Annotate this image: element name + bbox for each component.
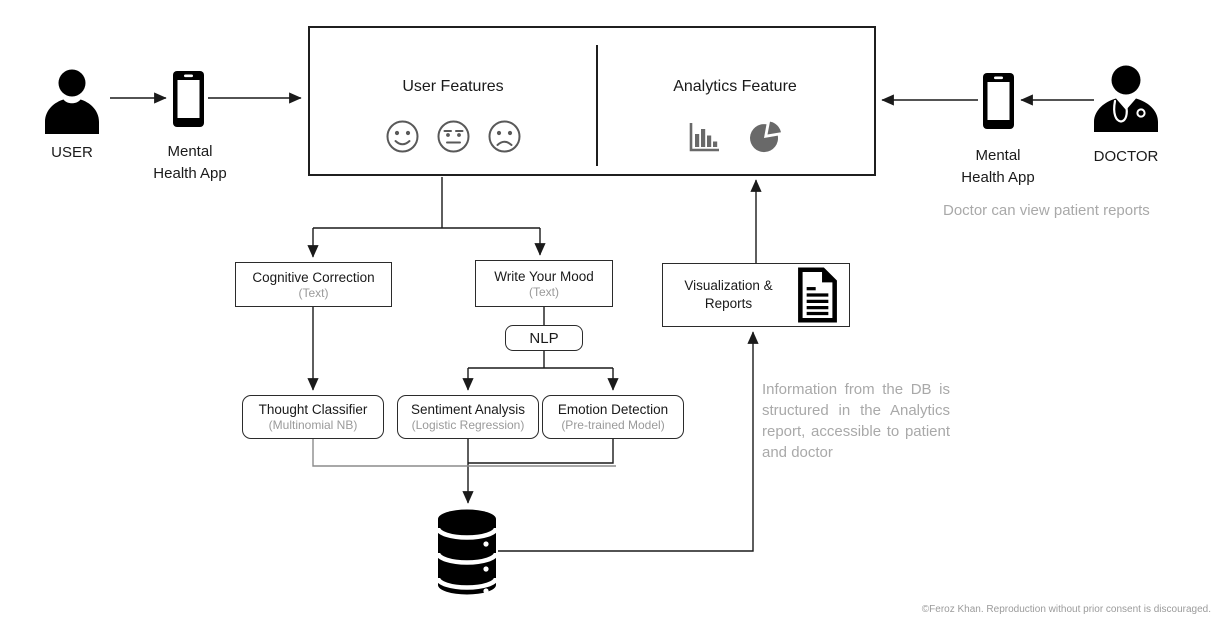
nlp-split-line (468, 351, 613, 369)
phone-icon (173, 71, 204, 127)
emotion-detection-node: Emotion Detection (Pre-trained Model) (542, 395, 684, 439)
thought-classifier-subtitle: (Multinomial NB) (268, 418, 358, 432)
thought-classifier-title: Thought Classifier (258, 402, 368, 417)
report-document-icon (798, 267, 837, 323)
db-note: Information from the DB is structured in… (762, 381, 950, 461)
happy-face-icon (386, 120, 418, 153)
emotion-detection-subtitle: (Pre-trained Model) (561, 418, 665, 432)
right-app-label-line2: Health App (961, 169, 1035, 186)
cognitive-correction-subtitle: (Text) (298, 285, 329, 300)
thought-merge-line (312, 439, 616, 467)
left-app-label-line2: Health App (153, 165, 227, 182)
analytics-section: Analytics Feature (596, 28, 874, 174)
neutral-face-icon (437, 120, 469, 153)
left-app-label: Mental Health App (130, 141, 250, 185)
analytics-icons-row (688, 120, 782, 154)
visualization-reports-line2: Reports (704, 296, 753, 311)
user-label: USER (51, 144, 93, 161)
nlp-title: NLP (529, 329, 559, 347)
write-your-mood-title: Write Your Mood (494, 268, 594, 284)
phone-icon (983, 73, 1014, 129)
feature-box-divider (596, 45, 598, 166)
doctor-label: DOCTOR (1093, 148, 1159, 165)
user-features-section: User Features (310, 28, 596, 174)
bar-chart-icon (689, 122, 719, 151)
feature-box: User Features (308, 26, 876, 176)
visualization-reports-line1: Visualization & (684, 278, 773, 293)
thought-classifier-node: Thought Classifier (Multinomial NB) (242, 395, 384, 439)
visualization-reports-node: Visualization & Reports (662, 263, 850, 327)
cognitive-correction-node: Cognitive Correction (Text) (235, 262, 392, 307)
cognitive-correction-title: Cognitive Correction (252, 269, 375, 285)
db-to-viz-arrow (498, 331, 759, 552)
write-your-mood-node: Write Your Mood (Text) (475, 260, 613, 307)
sentiment-analysis-title: Sentiment Analysis (410, 402, 526, 417)
sentiment-analysis-subtitle: (Logistic Regression) (411, 418, 525, 432)
user-icon (45, 69, 99, 134)
copyright-text: ©Feroz Khan. Reproduction without prior … (921, 604, 1211, 615)
analytics-title: Analytics Feature (673, 78, 797, 95)
emotion-merge-line (468, 439, 614, 464)
pie-chart-icon (750, 121, 781, 153)
left-app-label-line1: Mental (167, 143, 213, 160)
sentiment-analysis-node: Sentiment Analysis (Logistic Regression) (397, 395, 539, 439)
mood-faces-row (386, 120, 521, 153)
right-app-label-line1: Mental (975, 147, 1021, 164)
visualization-reports-label: Visualization & Reports (663, 277, 794, 313)
nlp-node: NLP (505, 325, 583, 351)
doctor-icon (1094, 65, 1158, 132)
database-icon (436, 509, 498, 595)
user-features-title: User Features (402, 78, 504, 95)
right-app-label: Mental Health App (938, 145, 1058, 189)
emotion-detection-title: Emotion Detection (557, 402, 669, 417)
doctor-note: Doctor can view patient reports (943, 202, 1150, 219)
write-your-mood-subtitle: (Text) (529, 284, 559, 299)
sad-face-icon (488, 120, 520, 153)
